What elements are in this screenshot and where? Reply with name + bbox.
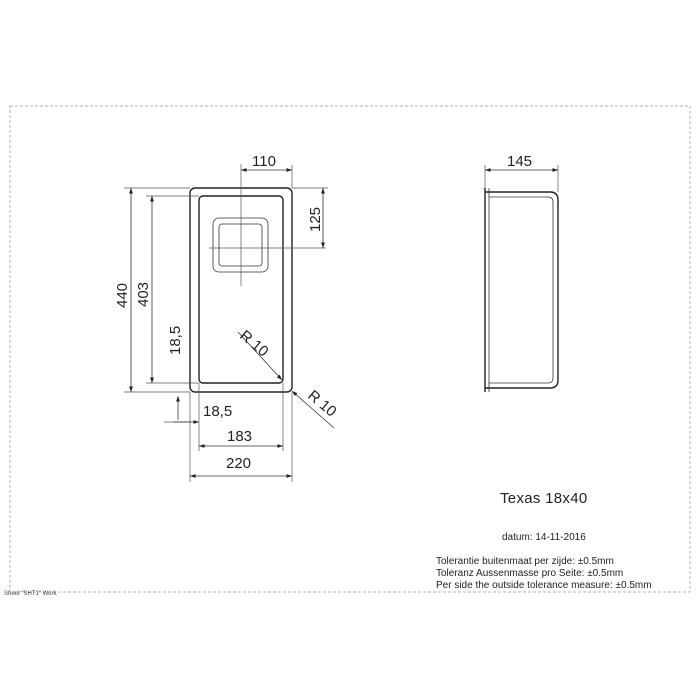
dim-183-label: 183 <box>227 428 252 445</box>
tolerance-de: Toleranz Aussenmasse pro Seite: ±0.5mm <box>436 568 623 579</box>
r10-inner-label: R 10 <box>236 327 271 360</box>
dim-125-label: 125 <box>307 207 324 232</box>
r10-outer-label: R 10 <box>304 387 339 420</box>
sink-top-view <box>189 164 326 393</box>
dim-drain-height: 125 <box>292 187 328 248</box>
dim-radius-outer: R 10 <box>291 387 340 429</box>
dim-110-label: 110 <box>252 153 276 170</box>
sheet-label: Sheet "SHT1" Work <box>4 591 58 597</box>
dim-drain-width: 110 <box>241 153 293 188</box>
tolerance-nl: Tolerantie buitenmaat per zijde: ±0.5mm <box>436 556 614 567</box>
dim-inner-width: 183 <box>199 428 283 448</box>
sink-side-view <box>484 188 559 392</box>
tolerance-en: Per side the outside tolerance measure: … <box>436 580 652 591</box>
dim-18-5-side-label: 18,5 <box>167 326 184 355</box>
dim-18-5-bottom-label: 18,5 <box>203 403 232 420</box>
dim-outer-width: 220 <box>190 455 292 478</box>
dim-440-label: 440 <box>114 283 131 308</box>
dim-403-label: 403 <box>135 282 152 307</box>
dim-inner-height: 403 <box>135 195 199 384</box>
drain-outer <box>212 217 269 273</box>
dim-outer-height: 440 <box>114 187 190 393</box>
dim-radius-inner: R 10 <box>236 327 283 381</box>
dim-wall-side: 18,5 <box>164 326 190 423</box>
dim-220-label: 220 <box>226 455 251 472</box>
dim-145-label: 145 <box>507 153 532 170</box>
date-line: datum: 14-11-2016 <box>502 532 586 543</box>
drain-inner <box>218 223 263 267</box>
sheet-border <box>9 105 691 593</box>
dim-depth: 145 <box>484 153 559 192</box>
dim-wall-bottom: 18,5 <box>174 403 232 424</box>
product-title: Texas 18x40 <box>500 490 588 507</box>
